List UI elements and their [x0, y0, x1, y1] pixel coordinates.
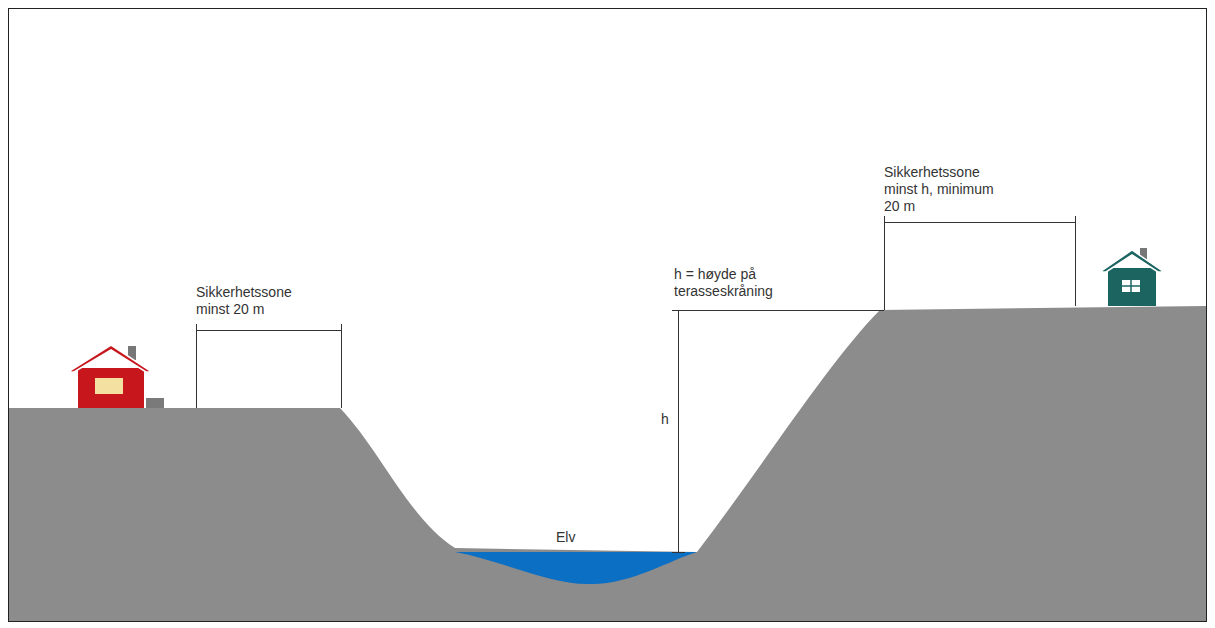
- river: [455, 552, 697, 584]
- green-house: [1100, 248, 1164, 306]
- zone-label: Sikkerhetssone minst h, minimum 20 m: [884, 164, 1012, 215]
- zone-label: h = høyde på terasseskråning: [674, 266, 792, 300]
- red-house: [68, 345, 164, 408]
- dimension-lines: [197, 216, 1076, 553]
- terrain: [9, 306, 1206, 621]
- frame: [9, 9, 1207, 622]
- river-label: Elv: [556, 529, 596, 546]
- dimension-label: h: [661, 411, 675, 428]
- zone-label: Sikkerhetssone minst 20 m: [196, 284, 308, 318]
